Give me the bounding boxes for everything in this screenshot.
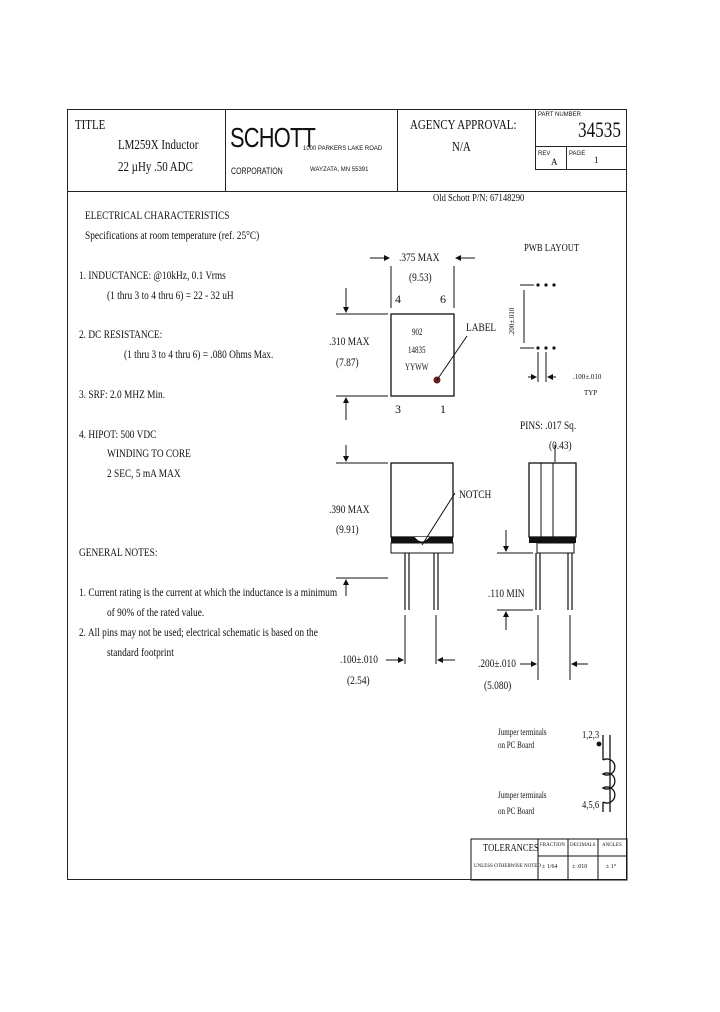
pad xyxy=(536,283,540,287)
top-height-dim-mm: (7.87) xyxy=(336,355,359,369)
fraction-head: FRACTION xyxy=(540,843,566,848)
title-block-divider xyxy=(397,109,398,191)
pin4-label: 4 xyxy=(395,292,401,306)
part-number-label: PART NUMBER xyxy=(538,112,582,118)
address-line2: WAYZATA, MN 55391 xyxy=(310,167,369,173)
decimals-value: ± .010 xyxy=(572,864,588,870)
pins-mm: (0.43) xyxy=(549,438,572,452)
title-block-divider xyxy=(535,146,627,147)
rev-label: REV xyxy=(538,151,551,157)
side-height-dim: .390 MAX xyxy=(329,502,370,516)
hipot-limit: 2 SEC, 5 mA MAX xyxy=(107,466,181,480)
pins-top-label: 1,2,3 xyxy=(582,729,600,741)
title-block-divider xyxy=(535,109,536,169)
base-plate xyxy=(390,542,454,554)
angles-value: ± 1° xyxy=(606,864,617,870)
notch-label: NOTCH xyxy=(459,487,492,501)
jumper1-line1: Jumper terminals xyxy=(498,727,547,737)
tolerance-sub: UNLESS OTHERWISE NOTED xyxy=(474,864,541,869)
jumper1-line2: on PC Board xyxy=(498,740,535,750)
company-subtitle: CORPORATION xyxy=(231,166,283,176)
pwb-layout-heading: PWB LAYOUT xyxy=(524,242,580,254)
dc-resistance-spec: 2. DC RESISTANCE: xyxy=(79,327,163,341)
old-part-number: Old Schott P/N: 67148290 xyxy=(433,192,525,204)
title-block-divider xyxy=(225,109,226,191)
angles-head: ANGLES xyxy=(602,843,622,848)
tolerance-block xyxy=(470,838,628,881)
product-rating: 22 µHy .50 ADC xyxy=(118,160,193,175)
top-width-dim-mm: (9.53) xyxy=(409,270,432,284)
inductance-spec: 1. INDUCTANCE: @10kHz, 0.1 Vrms xyxy=(79,268,226,282)
tolerance-label: TOLERANCES xyxy=(483,842,539,854)
dc-resistance-value: (1 thru 3 to 4 thru 6) = .080 Ohms Max. xyxy=(124,347,274,361)
polarity-dot xyxy=(596,741,602,747)
srf-spec: 3. SRF: 2.0 MHZ Min. xyxy=(79,387,166,401)
pad xyxy=(536,346,540,350)
lead-length-dim: .110 MIN xyxy=(488,586,525,600)
pad xyxy=(552,283,556,287)
pad xyxy=(544,346,548,350)
row-spacing-dim-mm: (5.080) xyxy=(484,678,512,692)
pin-pitch-dim-mm: (2.54) xyxy=(347,673,370,687)
base-band xyxy=(529,537,576,543)
coil-winding xyxy=(601,758,616,804)
page-value: 1 xyxy=(594,155,599,165)
fraction-value: ± 1/64 xyxy=(542,864,558,870)
general-notes-heading: GENERAL NOTES: xyxy=(79,545,158,559)
jumper2-line1: Jumper terminals xyxy=(498,790,547,800)
marking-line1: 902 xyxy=(412,327,423,337)
title-block-bottom-border xyxy=(67,191,627,192)
electrical-heading: ELECTRICAL CHARACTERISTICS xyxy=(85,208,230,222)
inductance-value: (1 thru 3 to 4 thru 6) = 22 - 32 uH xyxy=(107,288,234,302)
pins-label: PINS: .017 Sq. xyxy=(520,418,577,432)
base-plate xyxy=(536,542,575,554)
part-number-value: 34535 xyxy=(578,117,621,142)
pin1-label: 1 xyxy=(440,402,446,416)
row-spacing-dim: .200±.010 xyxy=(478,656,516,670)
company-logo: SCHOTT xyxy=(230,122,316,153)
decimals-head: DECIMALS xyxy=(570,843,596,848)
note2-line1: 2. All pins may not be used; electrical … xyxy=(79,625,318,639)
page-label: PAGE xyxy=(569,151,586,157)
marking-line2: 14835 xyxy=(408,345,426,355)
title-block-divider xyxy=(566,146,567,169)
agency-approval-value: N/A xyxy=(452,140,471,155)
address-line1: 1000 PARKERS LAKE ROAD xyxy=(303,146,383,152)
jumper2-line2: on PC Board xyxy=(498,806,535,816)
product-name: LM259X Inductor xyxy=(118,138,199,153)
top-height-dim: .310 MAX xyxy=(329,334,370,348)
spec-temperature: Specifications at room temperature (ref.… xyxy=(85,228,260,242)
side-view-body xyxy=(390,462,454,538)
agency-approval-label: AGENCY APPROVAL: xyxy=(410,118,517,133)
pin3-label: 3 xyxy=(395,402,401,416)
rev-value: A xyxy=(551,157,558,167)
pwb-typ: TYP xyxy=(584,389,598,397)
note1-line1: 1. Current rating is the current at whic… xyxy=(79,585,338,599)
label-callout: LABEL xyxy=(466,320,497,334)
hipot-spec: 4. HIPOT: 500 VDC xyxy=(79,427,157,441)
hipot-winding: WINDING TO CORE xyxy=(107,446,191,460)
marking-line3: YYWW xyxy=(405,362,429,372)
pwb-horiz-dim: .100±.010 xyxy=(573,373,602,381)
side-height-dim-mm: (9.91) xyxy=(336,522,359,536)
pwb-vert-dim: .200±.010 xyxy=(508,307,516,336)
title-label: TITLE xyxy=(75,118,106,133)
pins-bottom-label: 4,5,6 xyxy=(582,799,600,811)
top-width-dim: .375 MAX xyxy=(399,250,440,264)
pin6-label: 6 xyxy=(440,292,446,306)
pin-pitch-dim: .100±.010 xyxy=(340,652,378,666)
note1-line2: of 90% of the rated value. xyxy=(107,605,205,619)
pad xyxy=(552,346,556,350)
title-block-divider xyxy=(535,169,627,170)
note2-line2: standard footprint xyxy=(107,645,174,659)
pad xyxy=(544,283,548,287)
notch-leader xyxy=(421,492,456,546)
drawing-sheet xyxy=(67,109,627,880)
label-leader xyxy=(436,335,468,381)
